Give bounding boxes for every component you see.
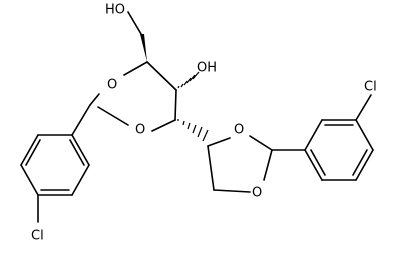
atom-label-cl-right: Cl	[364, 80, 377, 95]
benzene-ring-right	[304, 119, 374, 181]
atom-label-o-dioxane-1: O	[107, 78, 117, 93]
wedge-bond-c4-ch2	[140, 34, 147, 62]
bond-o1-c6	[151, 119, 176, 132]
hashed-bond-c6-c4prime	[177, 119, 209, 142]
atom-labels: HO OH O O O O Cl Cl	[31, 3, 377, 244]
bond-aryl-right-cl	[355, 94, 372, 121]
atom-label-ho: HO	[105, 3, 125, 18]
atom-label-o-dioxolane-2: O	[252, 186, 262, 201]
atom-label-o-dioxolane-1: O	[234, 123, 244, 138]
bond-o3prime-c2prime	[249, 135, 273, 151]
bond-c2-o1	[97, 106, 129, 126]
bond-c6-c5	[174, 89, 177, 121]
bond-c2prime-o1prime	[263, 149, 273, 181]
bond-o3-c2	[89, 93, 100, 106]
bond-c2-aryl-left	[71, 104, 91, 136]
bond-c4prime-o3prime	[207, 137, 231, 147]
bond-c5prime-c4prime	[207, 145, 215, 191]
bond-c5-c4	[146, 61, 177, 91]
atom-label-oh: OH	[197, 61, 217, 76]
bond-c4-o3	[123, 61, 148, 76]
benzene-ring-left	[20, 134, 90, 196]
atom-label-cl-left: Cl	[31, 229, 44, 244]
bond-o1prime-c5prime	[213, 189, 251, 193]
bond-ho-ch2	[127, 11, 142, 35]
atom-label-o-dioxane-2: O	[135, 123, 145, 138]
hashed-bond-c5-oh	[177, 71, 200, 89]
bonds	[20, 11, 374, 223]
